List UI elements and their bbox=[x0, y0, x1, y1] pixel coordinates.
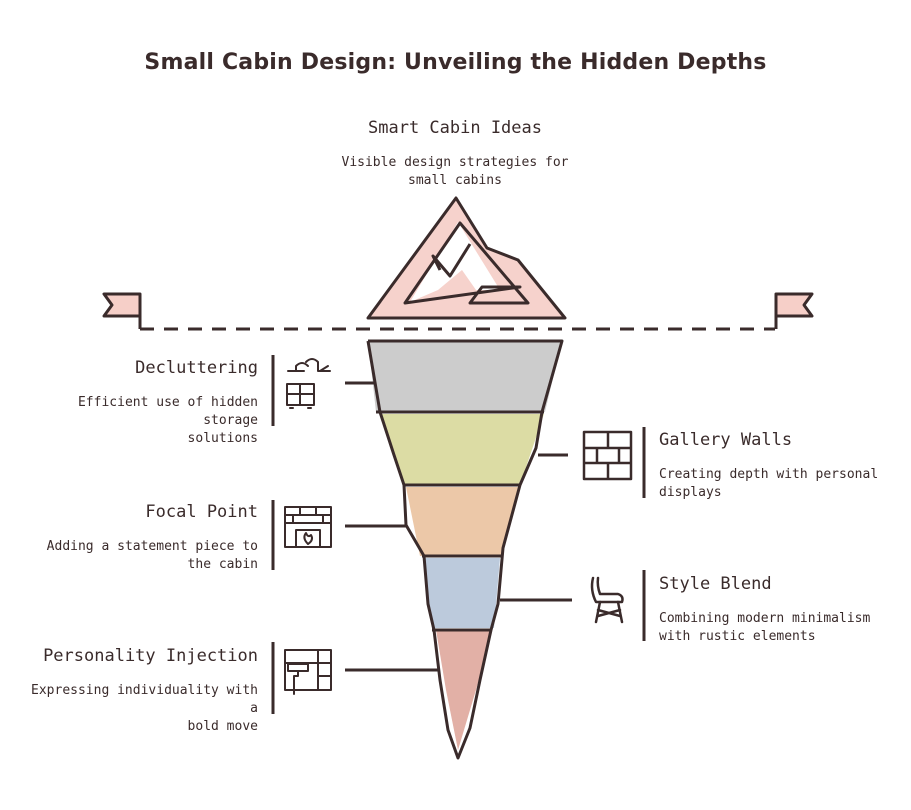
diagram-title: Small Cabin Design: Unveiling the Hidden… bbox=[144, 50, 767, 75]
separators bbox=[271, 355, 646, 714]
focal-point-desc: Adding a statement piece to the cabin bbox=[46, 539, 258, 572]
iceberg-tip bbox=[366, 196, 567, 320]
iceberg-outline bbox=[366, 339, 564, 760]
layer-style-blend bbox=[424, 558, 500, 628]
style-blend-heading: Style Blend bbox=[659, 574, 772, 594]
left-flag bbox=[102, 292, 142, 329]
gallery-walls-desc: Creating depth with personal displays bbox=[659, 467, 879, 500]
focal-point-block: Focal Point Adding a statement piece to … bbox=[20, 502, 258, 574]
gallery-walls-heading: Gallery Walls bbox=[659, 430, 793, 450]
tip-inner-line bbox=[431, 243, 472, 278]
paint-roller-icon bbox=[284, 649, 332, 695]
iceberg-layers bbox=[368, 340, 562, 750]
style-blend-desc: Combining modern minimalism with rustic … bbox=[659, 611, 871, 644]
hanger-dresser-icon bbox=[286, 358, 331, 409]
gallery-walls-block: Gallery Walls Creating depth with person… bbox=[659, 430, 899, 502]
right-flag bbox=[774, 292, 814, 329]
tip-highlight bbox=[410, 222, 500, 302]
personality-injection-heading: Personality Injection bbox=[43, 646, 258, 666]
decluttering-block: Decluttering Efficient use of hidden sto… bbox=[20, 358, 258, 448]
smart-cabin-block: Smart Cabin Ideas Visible design strateg… bbox=[305, 118, 605, 190]
layer-decluttering bbox=[368, 340, 562, 412]
personality-injection-block: Personality Injection Expressing individ… bbox=[20, 646, 258, 736]
connectors bbox=[345, 381, 572, 672]
focal-point-heading: Focal Point bbox=[145, 502, 258, 522]
decluttering-desc: Efficient use of hidden storage solution… bbox=[77, 395, 258, 446]
layer-gallery-walls bbox=[380, 414, 544, 485]
brick-wall-icon bbox=[582, 430, 633, 481]
tip-inner-outline bbox=[403, 221, 530, 305]
smart-cabin-heading: Smart Cabin Ideas bbox=[368, 118, 542, 138]
layer-focal-point bbox=[406, 487, 518, 556]
layer-personality bbox=[436, 630, 492, 750]
smart-cabin-desc: Visible design strategies for small cabi… bbox=[341, 155, 569, 188]
decluttering-heading: Decluttering bbox=[135, 358, 258, 378]
fireplace-icon bbox=[284, 506, 332, 548]
chair-icon bbox=[590, 576, 624, 624]
style-blend-block: Style Blend Combining modern minimalism … bbox=[659, 574, 899, 646]
personality-injection-desc: Expressing individuality with a bold mov… bbox=[31, 683, 258, 734]
